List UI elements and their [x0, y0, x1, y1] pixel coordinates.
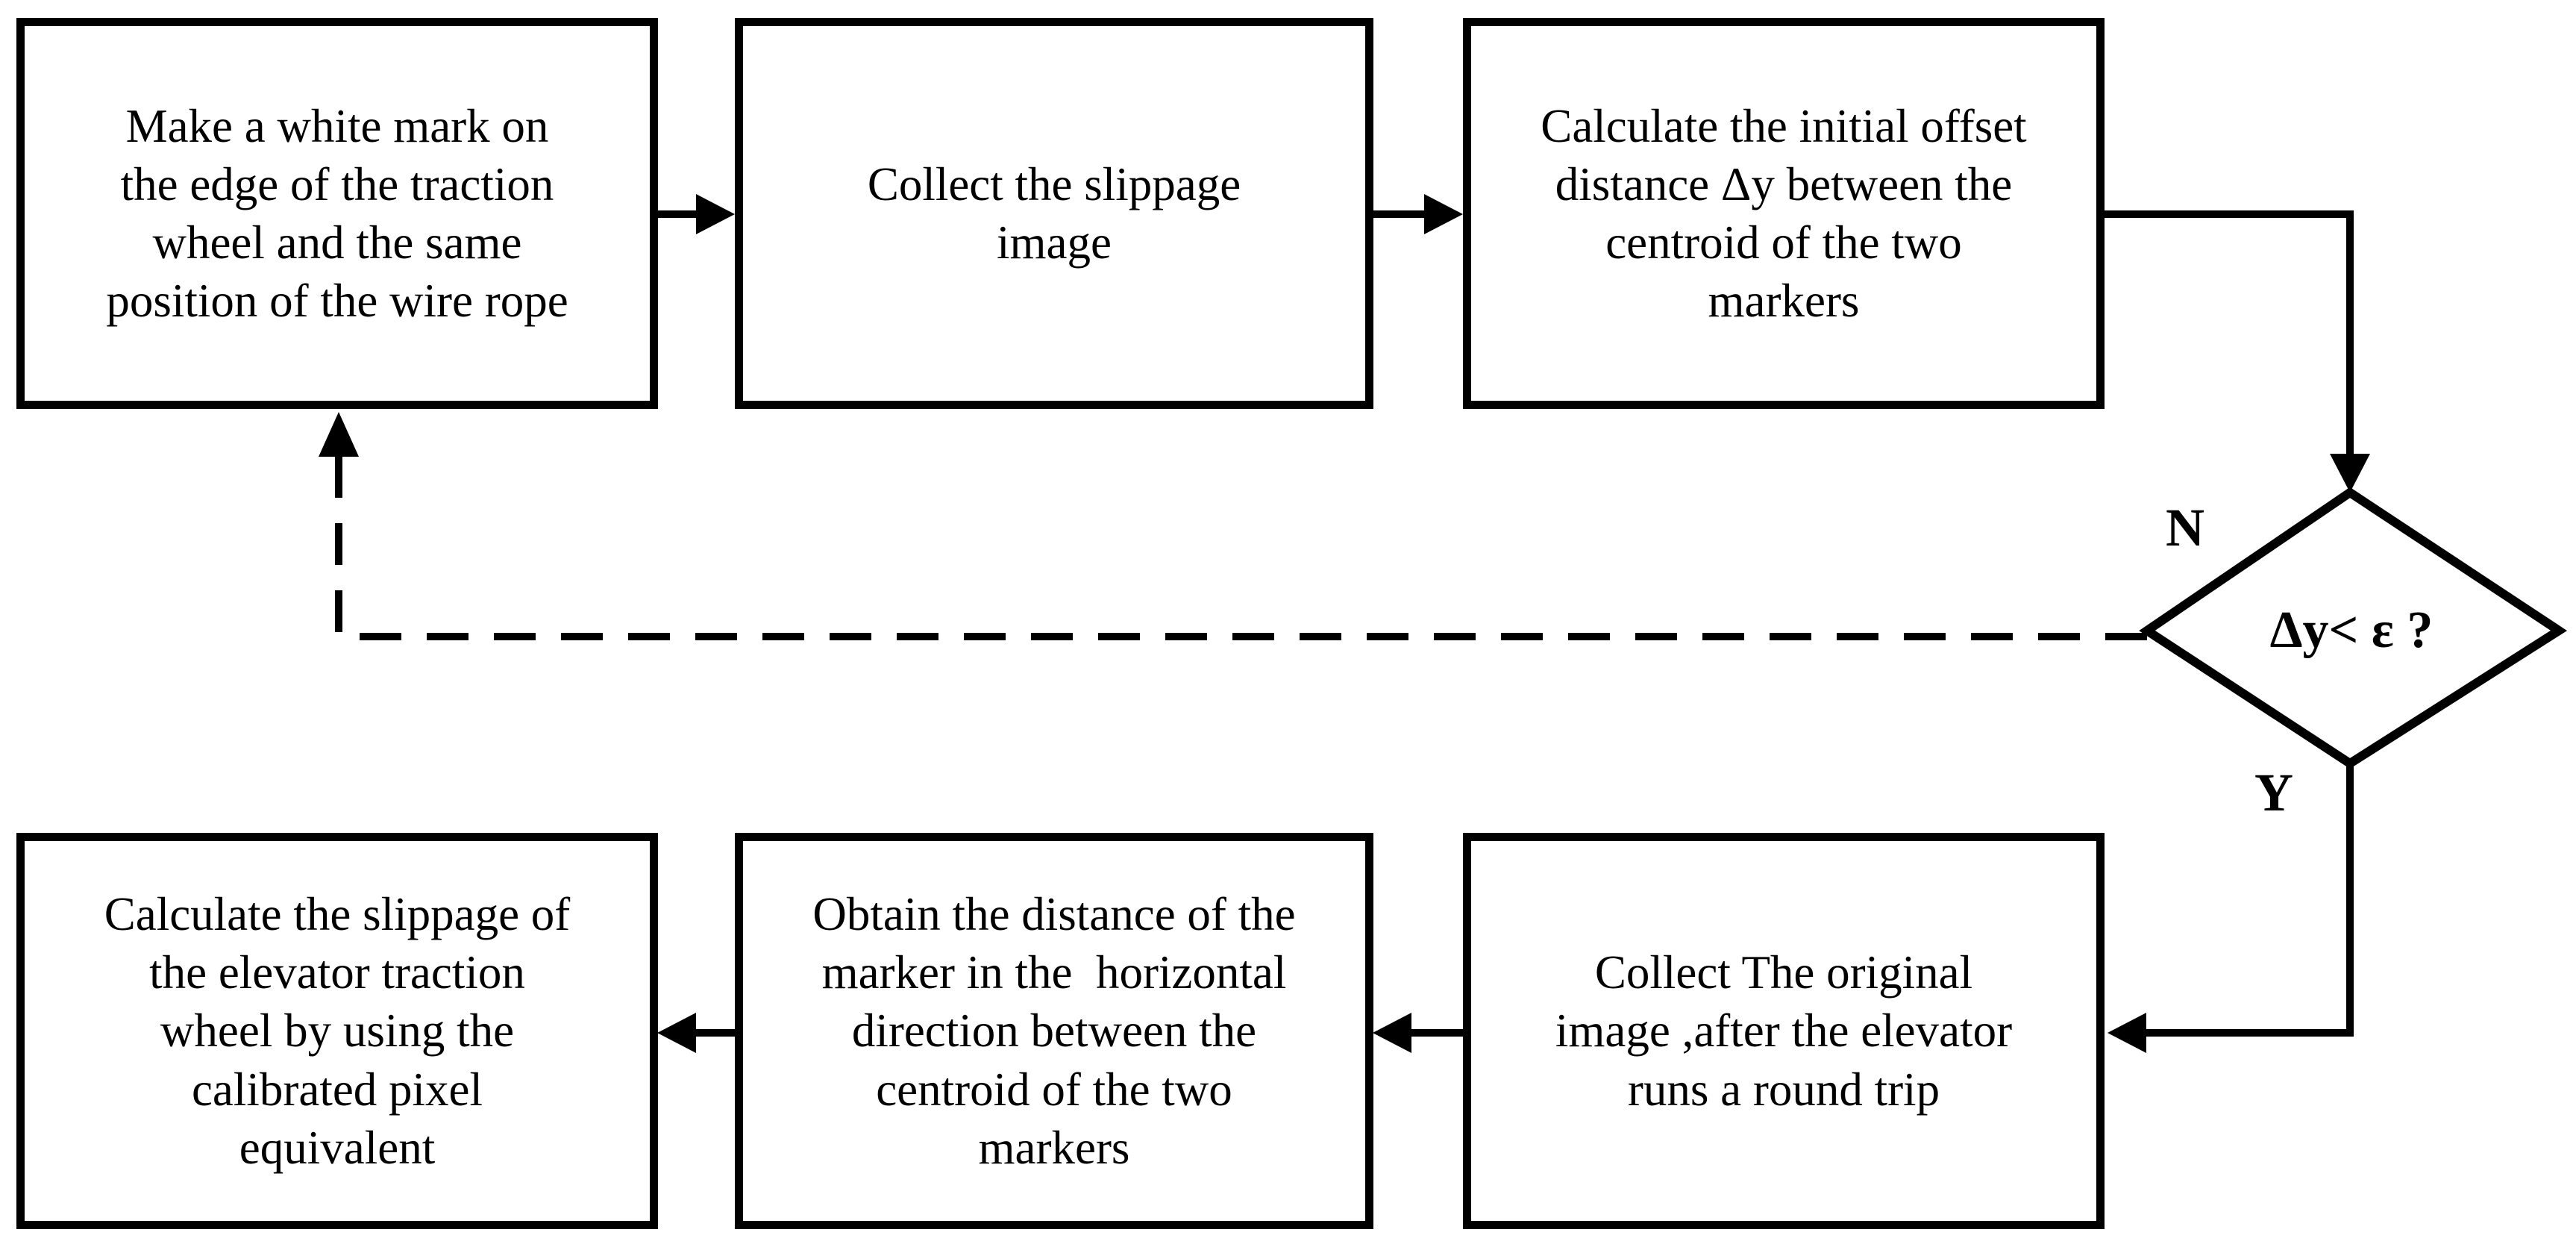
step-text: Make a white mark on the edge of the tra… [106, 99, 568, 328]
arrow-left-icon [1373, 1013, 1411, 1053]
step-box-calculate-initial-offset: Calculate the initial offset distance Δy… [1463, 18, 2105, 409]
decision-yes-label: Y [2254, 762, 2293, 822]
step-box-calculate-slippage: Calculate the slippage of the elevator t… [16, 833, 658, 1229]
step-text: Collect The original image ,after the el… [1555, 946, 2013, 1116]
step-box-obtain-horizontal-distance: Obtain the distance of the marker in the… [735, 833, 1373, 1229]
connector-step3-decision [2104, 210, 2354, 457]
step-box-make-mark: Make a white mark on the edge of the tra… [16, 18, 658, 409]
step-text: Collect the slippage image [867, 157, 1241, 269]
step-text: Obtain the distance of the marker in the… [812, 888, 1296, 1174]
decision-no-label: N [2166, 497, 2204, 557]
connector-decision-no-dashed [335, 457, 2147, 640]
arrow-left-icon [657, 1013, 696, 1053]
decision-condition-label: Δy< ε ? [2269, 601, 2434, 659]
step-box-collect-slippage-image: Collect the slippage image [735, 18, 1373, 409]
arrow-left-icon [2108, 1013, 2146, 1053]
step-text: Calculate the initial offset distance Δy… [1541, 99, 2027, 328]
step-box-collect-original-image: Collect The original image ,after the el… [1463, 833, 2105, 1229]
arrow-right-icon [1424, 194, 1463, 234]
arrow-down-icon [2330, 454, 2370, 493]
connector-decision-yes [2143, 763, 2354, 1037]
arrow-right-icon [696, 194, 735, 234]
arrow-up-icon [319, 412, 359, 457]
step-text: Calculate the slippage of the elevator t… [104, 888, 571, 1174]
